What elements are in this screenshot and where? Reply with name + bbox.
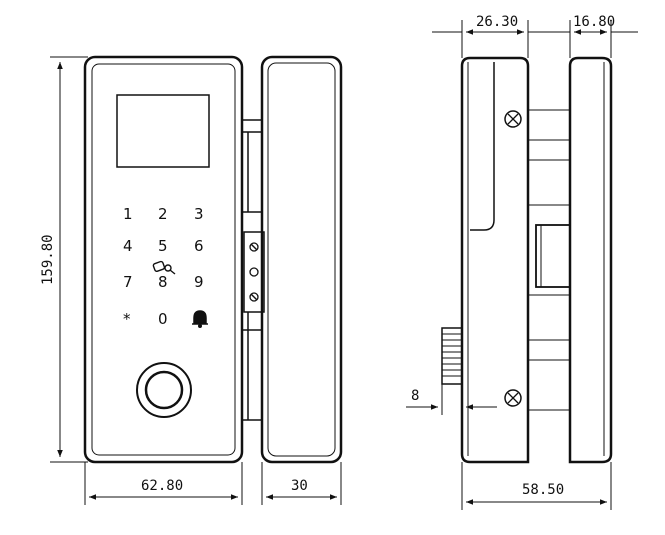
display-screen [116, 94, 210, 168]
fingerprint-sensor-icon [136, 362, 192, 418]
front-width-dimension-label: 62.80 [141, 478, 183, 494]
key-5[interactable]: 5 [158, 237, 168, 255]
mount-bracket [243, 231, 265, 313]
front-body [83, 55, 244, 464]
key-8[interactable]: 8 [158, 273, 168, 291]
key-6[interactable]: 6 [194, 237, 204, 255]
side-top-right-dimension-label: 16.80 [573, 14, 615, 30]
front-view [83, 55, 244, 464]
front-connector [242, 119, 265, 421]
key-9[interactable]: 9 [194, 273, 204, 291]
glass-gap [527, 109, 571, 411]
side-panel-curve [470, 62, 495, 231]
key-1[interactable]: 1 [123, 205, 133, 223]
front-body-inner [91, 63, 236, 456]
front-handle [260, 55, 343, 464]
side-total-width-dimension-label: 58.50 [522, 482, 564, 498]
screw-head-icon [504, 110, 522, 128]
card-key-icon [152, 260, 176, 275]
screw-head-icon [249, 242, 259, 302]
handle-width-dimension-label: 30 [291, 478, 308, 494]
screw-head-icon [504, 389, 522, 407]
side-lock-body [460, 56, 530, 464]
key-4[interactable]: 4 [123, 237, 133, 255]
side-dimensions [406, 20, 638, 510]
doorbell-icon [192, 310, 208, 328]
key-star[interactable]: * [123, 310, 131, 328]
key-7[interactable]: 7 [123, 273, 133, 291]
side-top-left-dimension-label: 26.30 [476, 14, 518, 30]
thumb-knob [441, 327, 463, 385]
knob-offset-dimension-label: 8 [411, 388, 419, 404]
side-strike-body [568, 56, 613, 464]
side-view [441, 56, 613, 464]
front-dimensions [50, 56, 342, 505]
key-2[interactable]: 2 [158, 205, 168, 223]
key-0[interactable]: 0 [158, 310, 168, 328]
key-3[interactable]: 3 [194, 205, 204, 223]
keypad: 1 2 3 4 5 6 7 8 9 * 0 [123, 205, 204, 328]
height-dimension-label: 159.80 [40, 234, 56, 285]
